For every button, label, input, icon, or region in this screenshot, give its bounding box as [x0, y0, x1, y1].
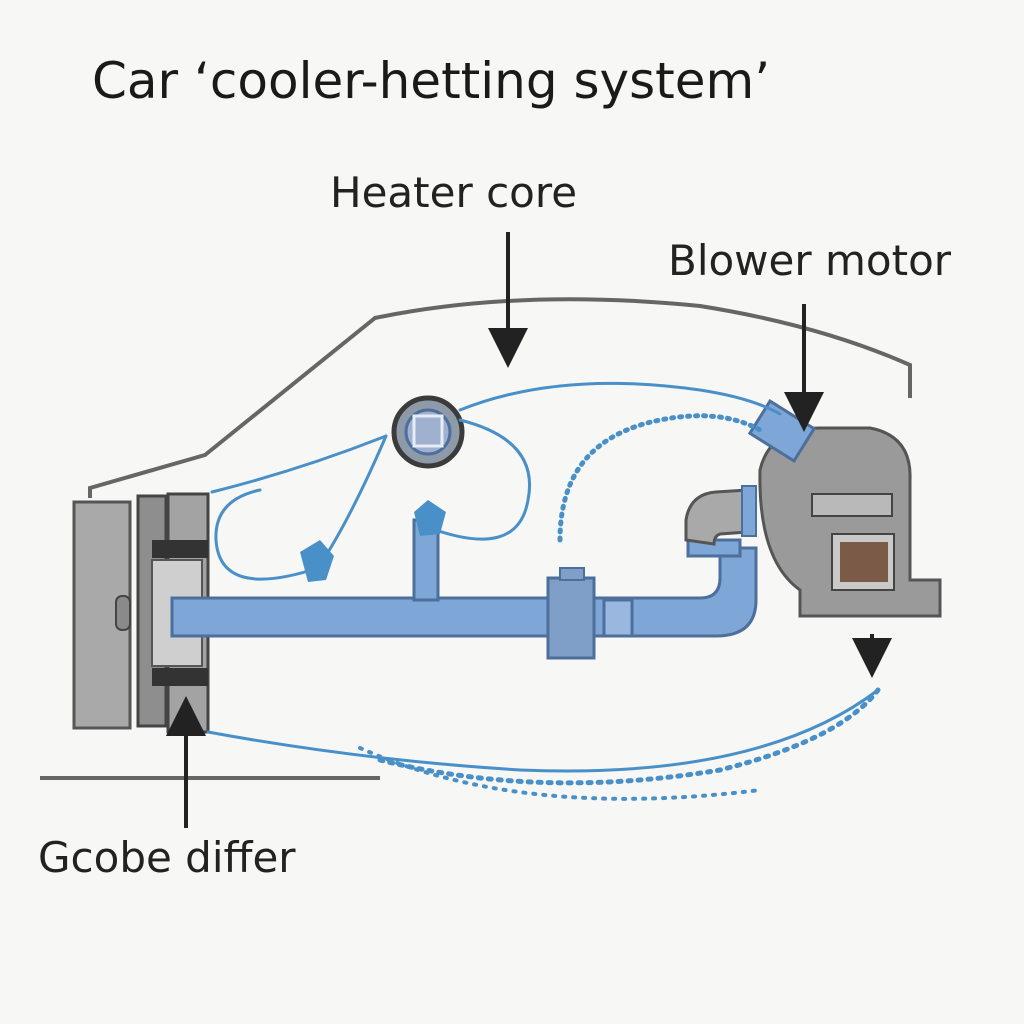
blower-motor-label: Blower motor — [668, 236, 952, 285]
heater-core-label: Heater core — [330, 168, 578, 217]
coolant-pipe — [170, 518, 758, 660]
valve-center — [414, 500, 446, 536]
blower-elbow — [684, 488, 750, 546]
gcobe-differ-label: Gcobe differ — [38, 833, 296, 882]
diagram-title: Car ‘cooler-hetting system’ — [92, 52, 771, 110]
car-body-outline — [88, 297, 912, 498]
airflow-lines — [206, 381, 881, 801]
blower-motor — [747, 399, 942, 618]
heater-core — [391, 395, 465, 469]
valve-left — [300, 540, 334, 582]
